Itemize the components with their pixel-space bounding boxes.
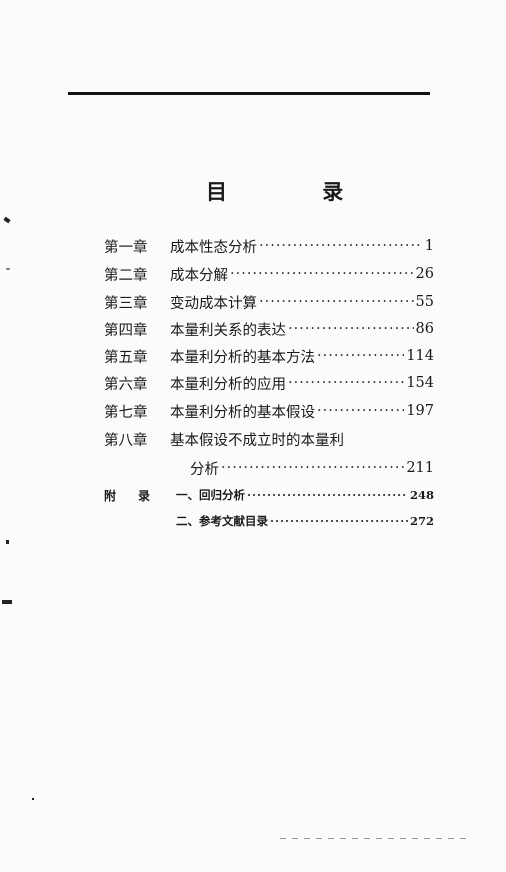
chapter-title-continued: 分析 (190, 461, 219, 478)
chapter-number: 第一章 (104, 239, 148, 256)
leader-dots (317, 348, 404, 364)
toc-entry-appendix-1[interactable]: 附录 一、回归分析 248 (104, 484, 434, 506)
chapter-number: 第八章 (104, 432, 148, 449)
toc-entry-chapter-4[interactable]: 第四章 本量利关系的表达 86 (104, 318, 434, 340)
leader-dots (259, 238, 423, 254)
leader-dots (221, 460, 404, 476)
page-number: 1 (424, 238, 434, 254)
toc-entry-chapter-6[interactable]: 第六章 本量利分析的应用 154 (104, 372, 434, 394)
chapter-number: 第二章 (104, 267, 148, 284)
leader-dots (230, 266, 414, 282)
header-rule (68, 92, 430, 95)
chapter-title: 本量利分析的基本方法 (170, 349, 315, 366)
chapter-title: 本量利分析的基本假设 (170, 404, 315, 421)
chapter-title: 基本假设不成立时的本量利 (170, 432, 344, 449)
page-number: 114 (406, 348, 434, 364)
toc-entry-chapter-1[interactable]: 第一章 成本性态分析 1 (104, 235, 434, 257)
page-number: 248 (409, 488, 434, 502)
chapter-title: 成本性态分析 (170, 239, 257, 256)
leader-dots (259, 294, 414, 310)
chapter-number: 第四章 (104, 322, 148, 339)
chapter-title: 成本分解 (170, 267, 228, 284)
page-number: 26 (415, 266, 434, 282)
scan-speck (32, 798, 34, 800)
toc-entry-chapter-2[interactable]: 第二章 成本分解 26 (104, 263, 434, 285)
scan-speck (6, 540, 9, 544)
leader-dots (317, 403, 404, 419)
chapter-number: 第六章 (104, 376, 148, 393)
page-number: 272 (409, 514, 434, 528)
leader-dots (270, 514, 408, 528)
toc-entry-chapter-5[interactable]: 第五章 本量利分析的基本方法 114 (104, 345, 434, 367)
chapter-title: 本量利关系的表达 (170, 322, 286, 339)
page-number: 211 (406, 460, 434, 476)
scan-dashes (280, 838, 470, 839)
leader-dots (288, 375, 404, 391)
page-number: 197 (406, 403, 434, 419)
toc-entry-chapter-8-continued[interactable]: 分析 211 (104, 457, 434, 479)
toc-entry-chapter-7[interactable]: 第七章 本量利分析的基本假设 197 (104, 400, 434, 422)
scan-speck (2, 600, 12, 604)
appendix-title: 一、回归分析 (176, 488, 245, 502)
page-number: 55 (415, 294, 434, 310)
page-number: 154 (406, 375, 434, 391)
leader-dots (288, 321, 414, 337)
toc-entry-chapter-3[interactable]: 第三章 变动成本计算 55 (104, 291, 434, 313)
leader-dots (247, 488, 408, 502)
appendix-title: 二、参考文献目录 (176, 514, 268, 528)
chapter-title: 变动成本计算 (170, 295, 257, 312)
page-number: 86 (415, 321, 434, 337)
scan-speck (6, 268, 10, 270)
chapter-number: 第五章 (104, 349, 148, 366)
toc-entry-chapter-8[interactable]: 第八章 基本假设不成立时的本量利 (104, 428, 434, 450)
chapter-title: 本量利分析的应用 (170, 376, 286, 393)
toc-entry-appendix-2[interactable]: 二、参考文献目录 272 (104, 510, 434, 532)
chapter-number: 第七章 (104, 404, 148, 421)
page-title: 目 录 (206, 179, 388, 204)
appendix-label: 附录 (104, 488, 173, 503)
chapter-number: 第三章 (104, 295, 148, 312)
scan-speck (3, 216, 11, 224)
